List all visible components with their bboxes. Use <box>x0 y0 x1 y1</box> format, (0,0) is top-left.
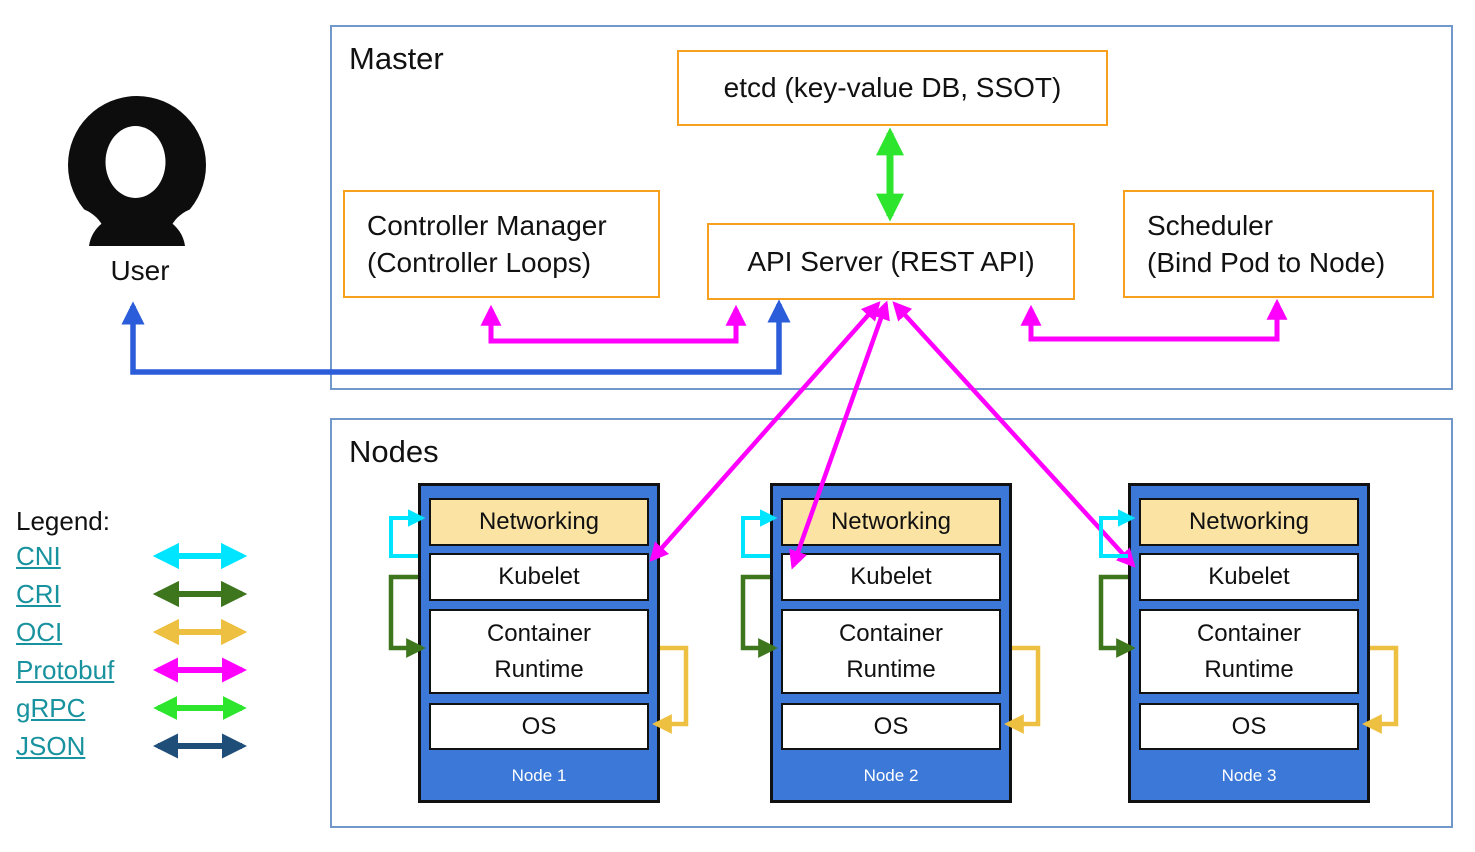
node-3-kubelet-row: Kubelet <box>1139 553 1359 601</box>
legend-row-cni: CNI <box>16 537 286 575</box>
user-icon <box>65 96 215 247</box>
node-1-box: Networking Kubelet Container Runtime OS … <box>418 483 660 803</box>
legend-title: Legend: <box>16 506 110 536</box>
legend-row-json: JSON <box>16 727 286 765</box>
node-1-networking-row: Networking <box>429 498 649 546</box>
node-2-os-row: OS <box>781 703 1001 750</box>
controller-manager-box: Controller Manager (Controller Loops) <box>343 190 660 298</box>
oci-arrow-sample <box>152 619 248 645</box>
legend-link-json[interactable]: JSON <box>16 730 86 761</box>
nodes-title: Nodes <box>349 434 439 469</box>
scheduler-label: Scheduler (Bind Pod to Node) <box>1147 210 1386 278</box>
user-label: User <box>110 255 170 286</box>
node-1-os-row: OS <box>429 703 649 750</box>
legend-row-grpc: gRPC <box>16 689 286 727</box>
legend-link-grpc[interactable]: gRPC <box>16 692 86 723</box>
nodes-panel: Nodes <box>330 418 1453 828</box>
node-1-label: Node 1 <box>511 766 567 785</box>
api-server-box: API Server (REST API) <box>707 223 1075 300</box>
user-figure: User <box>65 95 215 287</box>
master-panel: Master <box>330 25 1453 390</box>
cri-arrow-sample <box>152 581 248 607</box>
legend-link-oci[interactable]: OCI <box>16 616 63 647</box>
node-3-label: Node 3 <box>1221 766 1277 785</box>
node-1-runtime-row: Container Runtime <box>429 609 649 694</box>
scheduler-box: Scheduler (Bind Pod to Node) <box>1123 190 1434 298</box>
legend-row-protobuf: Protobuf <box>16 651 286 689</box>
api-server-label: API Server (REST API) <box>747 245 1035 277</box>
json-arrow-sample <box>152 733 248 759</box>
etcd-box: etcd (key-value DB, SSOT) <box>677 50 1108 126</box>
node-1-kubelet-row: Kubelet <box>429 553 649 601</box>
node-3-os-row: OS <box>1139 703 1359 750</box>
legend-row-cri: CRI <box>16 575 286 613</box>
controller-manager-label: Controller Manager (Controller Loops) <box>367 210 607 278</box>
node-2-kubelet-row: Kubelet <box>781 553 1001 601</box>
protobuf-arrow-sample <box>152 657 248 683</box>
node-3-box: Networking Kubelet Container Runtime OS … <box>1128 483 1370 803</box>
cni-arrow-sample <box>152 543 248 569</box>
legend-link-cni[interactable]: CNI <box>16 540 61 571</box>
legend-link-protobuf[interactable]: Protobuf <box>16 654 115 685</box>
legend: Legend: CNI CRI OCI Protobuf gRPC <box>16 506 286 765</box>
node-2-runtime-row: Container Runtime <box>781 609 1001 694</box>
master-title: Master <box>349 41 444 76</box>
etcd-label: etcd (key-value DB, SSOT) <box>723 72 1062 103</box>
grpc-arrow-sample <box>153 696 247 720</box>
node-2-box: Networking Kubelet Container Runtime OS … <box>770 483 1012 803</box>
node-3-runtime-row: Container Runtime <box>1139 609 1359 694</box>
node-3-networking-row: Networking <box>1139 498 1359 546</box>
legend-link-cri[interactable]: CRI <box>16 578 61 609</box>
node-2-label: Node 2 <box>863 766 919 785</box>
node-2-networking-row: Networking <box>781 498 1001 546</box>
legend-row-oci: OCI <box>16 613 286 651</box>
